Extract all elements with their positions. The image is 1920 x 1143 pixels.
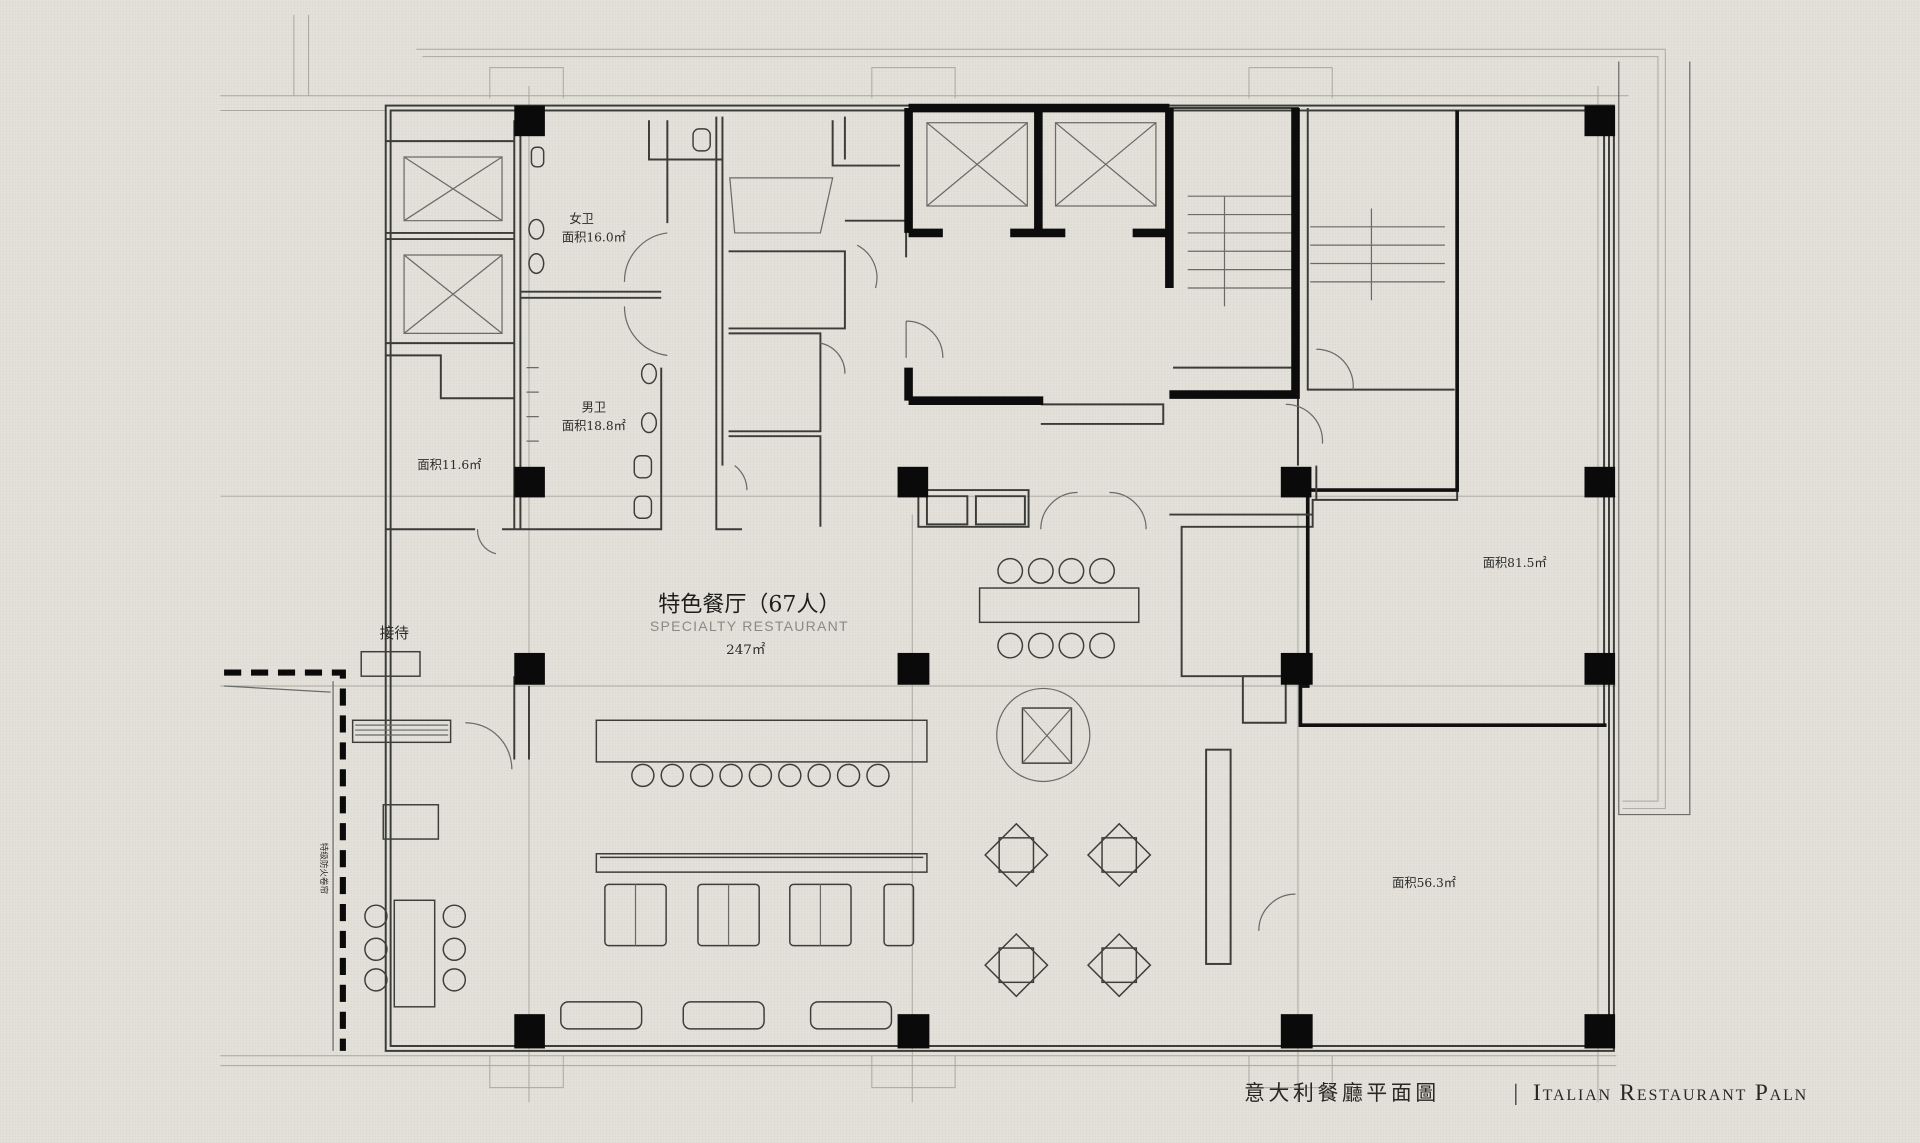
title-separator: |	[1513, 1080, 1520, 1106]
plan-title-cn: 意大利餐廳平面圖	[1244, 1081, 1440, 1105]
lower-right-room-area: 面积56.3㎡	[1392, 876, 1456, 890]
interior-walls	[385, 107, 1455, 965]
bar-stools	[631, 763, 890, 788]
doors	[465, 232, 1354, 931]
tree-planter	[996, 687, 1091, 783]
booth-seats	[604, 883, 915, 947]
structural-columns	[514, 105, 1616, 1049]
reception-desk	[360, 650, 421, 677]
main-hall-title-en: SPECIALTY RESTAURANT	[650, 618, 849, 634]
hatched-room-area: 面积81.5㎡	[1483, 556, 1547, 570]
womens-restroom-area: 面积16.0㎡	[562, 231, 626, 245]
main-hall-area: 247㎡	[726, 642, 766, 658]
square-tables	[984, 822, 1152, 998]
furniture	[351, 557, 1152, 1030]
plan-title: 意大利餐廳平面圖 | Italian Restaurant Paln	[1244, 1080, 1808, 1106]
restroom-fixtures	[526, 128, 711, 519]
fire-shutter: 特级防火卷帘	[224, 669, 346, 1051]
mens-restroom-label: 男卫	[582, 401, 606, 415]
long-table-top	[978, 557, 1140, 659]
left-table	[364, 899, 467, 1008]
hatched-room-81-5	[1180, 109, 1607, 728]
sofa-seats	[560, 1001, 893, 1030]
mens-restroom-area: 面积18.8㎡	[562, 419, 626, 433]
fire-shutter-label: 特级防火卷帘	[318, 843, 330, 894]
main-hall-title: 特色餐厅（67人）	[658, 592, 840, 617]
bar-counter	[595, 719, 928, 763]
plan-title-en: Italian Restaurant Paln	[1533, 1080, 1808, 1106]
small-room-area: 面积11.6㎡	[417, 458, 481, 472]
site-lines	[220, 14, 1691, 1103]
womens-restroom-label: 女卫	[569, 211, 593, 226]
core-thick-walls	[904, 103, 1300, 405]
reception-label: 接待	[380, 625, 410, 642]
room-labels: 女卫 面积16.0㎡ 男卫 面积18.8㎡ 面积11.6㎡ 面积81.5㎡ 面积…	[380, 211, 1547, 890]
